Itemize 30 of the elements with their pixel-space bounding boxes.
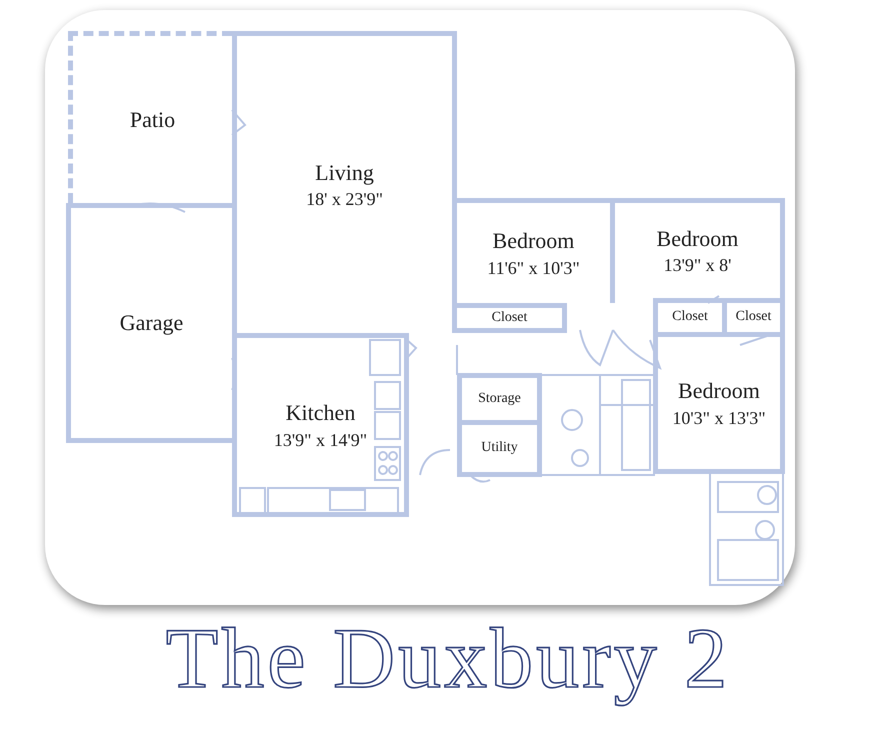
room-name: Bedroom — [656, 224, 738, 252]
room-name: Closet — [492, 308, 528, 327]
room-outline — [457, 198, 615, 303]
room-outline — [457, 425, 542, 477]
room-name: Living — [315, 158, 374, 187]
room-dimensions: 18' x 23'9" — [306, 188, 383, 212]
room-dimensions: 13'9" x 14'9" — [274, 428, 368, 452]
room-name: Utility — [481, 439, 518, 458]
room-outline — [653, 298, 722, 337]
room-outline — [722, 298, 785, 337]
room-name: Storage — [478, 390, 521, 408]
room-outline — [68, 31, 232, 203]
room-outline — [66, 203, 232, 443]
room-name: Closet — [672, 308, 708, 326]
room-name: Bedroom — [678, 377, 760, 405]
room-outline — [615, 198, 785, 298]
room-name: Patio — [130, 106, 176, 134]
room-outline — [457, 373, 542, 425]
room-dimensions: 13'9" x 8' — [664, 254, 732, 278]
room-dimensions: 11'6" x 10'3" — [487, 256, 580, 280]
room-name: Closet — [736, 308, 772, 326]
floor-plan-title: The Duxbury 2 — [166, 609, 730, 708]
room-outline — [653, 337, 785, 474]
room-outline — [232, 333, 409, 517]
room-name: Garage — [120, 309, 184, 338]
room-dimensions: 10'3" x 13'3" — [672, 406, 766, 430]
room-outline — [457, 303, 567, 333]
room-outline — [232, 31, 457, 333]
room-name: Kitchen — [286, 399, 356, 427]
room-name: Bedroom — [492, 227, 574, 255]
